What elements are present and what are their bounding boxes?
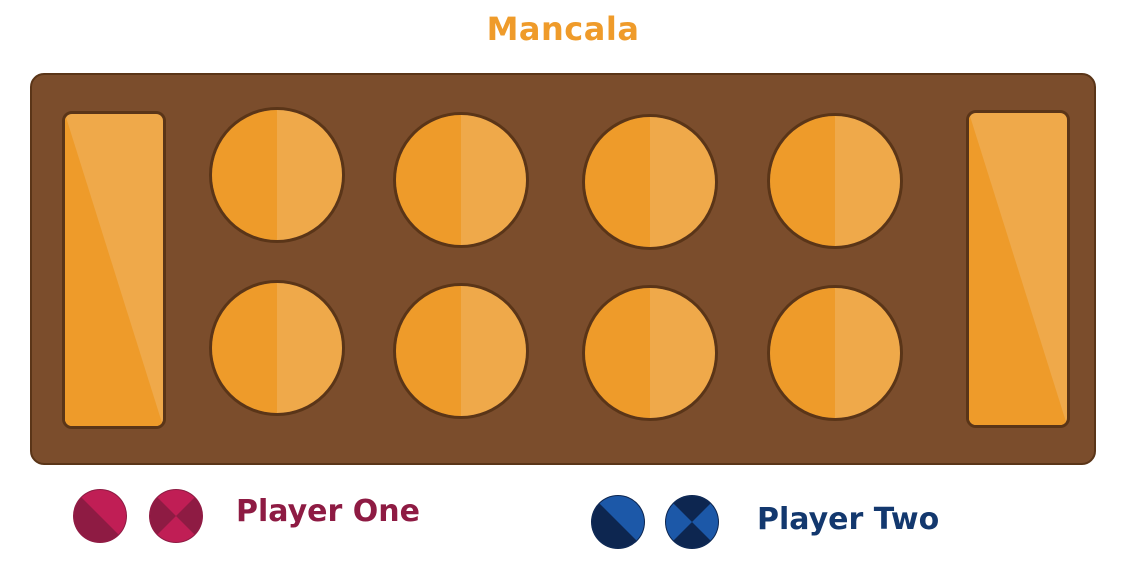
store-right[interactable] bbox=[966, 110, 1070, 428]
blue-cross-token-icon bbox=[665, 495, 719, 549]
store-left[interactable] bbox=[62, 111, 166, 429]
pit-bottom-1[interactable] bbox=[209, 280, 345, 416]
pit-top-3[interactable] bbox=[582, 114, 718, 250]
player-two-token-2 bbox=[664, 494, 720, 550]
pit-bottom-3[interactable] bbox=[582, 285, 718, 421]
red-diagonal-token-icon bbox=[73, 489, 127, 543]
player-one-label: Player One bbox=[236, 494, 420, 529]
pit-top-2[interactable] bbox=[393, 112, 529, 248]
pit-bottom-2[interactable] bbox=[393, 283, 529, 419]
mancala-board bbox=[30, 73, 1096, 465]
pit-top-1[interactable] bbox=[209, 107, 345, 243]
pit-top-4[interactable] bbox=[767, 113, 903, 249]
store-left-shape-icon bbox=[65, 114, 163, 426]
red-cross-token-icon bbox=[149, 489, 203, 543]
blue-diagonal-token-icon bbox=[591, 495, 645, 549]
player-one-token-1 bbox=[72, 488, 128, 544]
store-right-shape-icon bbox=[969, 113, 1067, 425]
page-title: Mancala bbox=[486, 10, 640, 48]
pit-bottom-4[interactable] bbox=[767, 285, 903, 421]
player-one-token-2 bbox=[148, 488, 204, 544]
player-two-token-1 bbox=[590, 494, 646, 550]
player-two-label: Player Two bbox=[757, 502, 940, 537]
